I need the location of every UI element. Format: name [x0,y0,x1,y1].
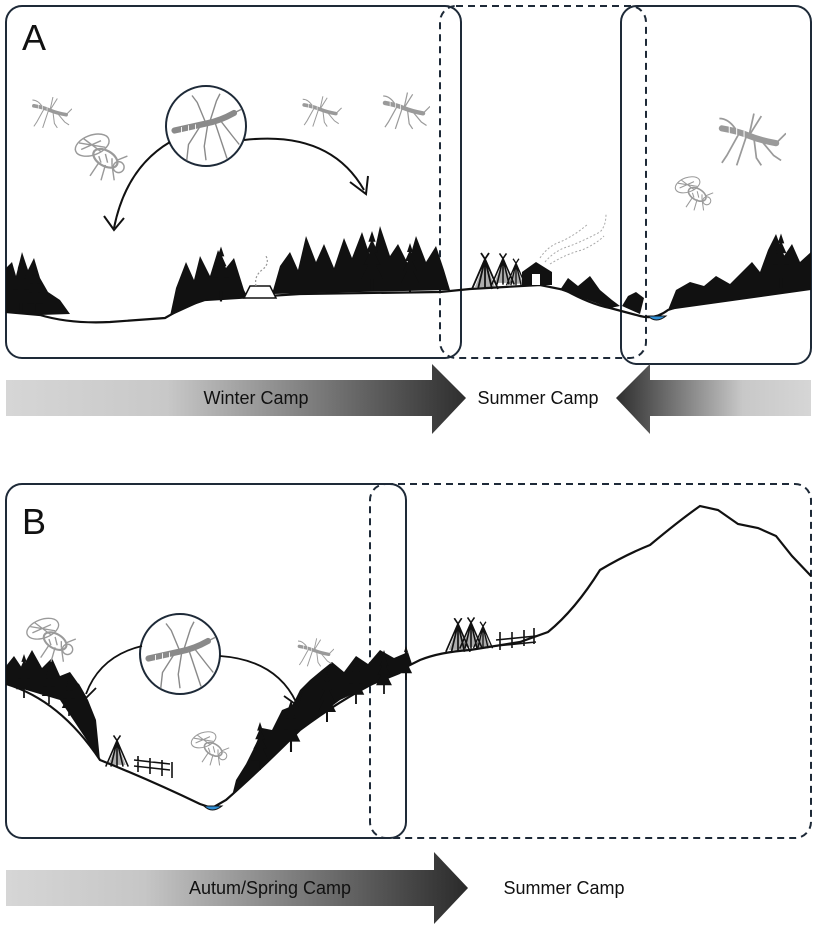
water-pool-icon [202,805,224,811]
summer-valley-frame [620,5,812,365]
migration-arrow-right [219,655,303,708]
mosquito-icon [30,93,786,166]
hut-icon [522,262,552,285]
winter-camp-frame [5,5,462,359]
mosquito-icon [296,636,334,668]
panel-b-letter: B [22,501,46,542]
migration-arrow-left [103,141,171,232]
migration-arrow-left [77,645,143,700]
panel-a: A [5,5,812,434]
cabin-icon [242,255,278,299]
autumn-spring-camp-label: Autum/Spring Camp [189,878,351,898]
winter-camp-label: Winter Camp [203,388,308,408]
mosquito-focus-circle [139,613,221,695]
winter-camp-arrow: Winter Camp [6,364,466,434]
mosquito-focus-circle [165,85,247,167]
panel-a-letter: A [22,17,46,58]
summer-camp-label-a: Summer Camp [477,388,598,408]
smoke-icon [539,213,607,265]
fence-icon [495,628,537,650]
summer-camp-label-b: Summer Camp [503,878,624,898]
panel-b: B [5,483,812,924]
tipi-icon [445,616,494,652]
tipi-icon [104,734,130,768]
migration-arrow-right [243,137,369,196]
summer-camp-return-arrow [616,364,811,434]
water-pool-icon [646,315,668,321]
summer-camp-frame-dashed [439,5,647,359]
autumn-spring-camp-arrow: Autum/Spring Camp [6,852,468,924]
summer-camp-frame-b-dashed [369,483,812,839]
tipi-icon [471,252,527,290]
fence-icon [133,756,173,778]
